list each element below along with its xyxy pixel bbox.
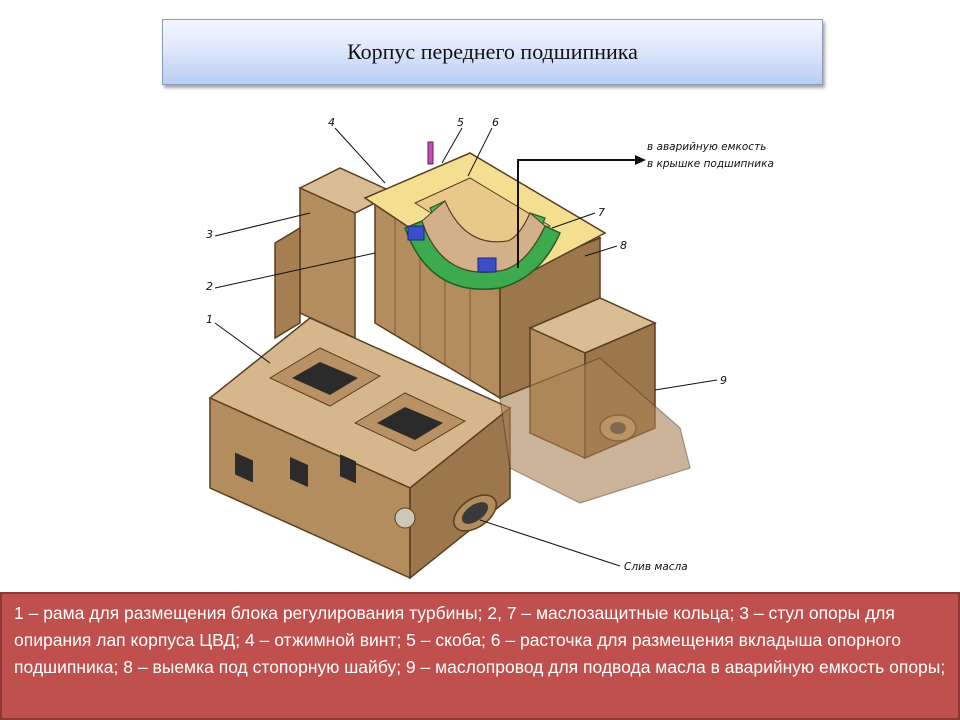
label-2: 2 bbox=[206, 280, 213, 293]
note-emergency-line1: в аварийную емкость bbox=[647, 141, 766, 153]
emergency-pipe-arrow bbox=[517, 155, 646, 268]
note-oil-drain: Слив масла bbox=[624, 561, 688, 573]
clamps bbox=[407, 141, 497, 273]
label-4: 4 bbox=[328, 116, 335, 129]
slide-title-box: Корпус переднего подшипника bbox=[162, 19, 823, 85]
leader-lines bbox=[214, 127, 718, 567]
note-emergency-line2: в крышке подшипника bbox=[647, 158, 774, 170]
bearing-housing-drawing: 4 5 6 3 2 1 7 8 9 в аварийную емкость в … bbox=[180, 108, 780, 588]
label-6: 6 bbox=[492, 116, 499, 129]
bearing-housing-svg: 4 5 6 3 2 1 7 8 9 в аварийную емкость в … bbox=[206, 116, 774, 580]
caption-text: 1 – рама для размещения блока регулирова… bbox=[14, 603, 946, 677]
label-1: 1 bbox=[206, 313, 213, 326]
label-9: 9 bbox=[720, 374, 727, 387]
base-frame bbox=[208, 317, 512, 580]
label-3: 3 bbox=[206, 228, 213, 241]
slide-title: Корпус переднего подшипника bbox=[347, 39, 638, 64]
caption-box: 1 – рама для размещения блока регулирова… bbox=[0, 592, 960, 720]
label-5: 5 bbox=[457, 116, 464, 129]
label-7: 7 bbox=[598, 206, 605, 219]
bearing-bore bbox=[404, 200, 561, 290]
label-8: 8 bbox=[620, 239, 627, 252]
oil-pipe-housing bbox=[499, 297, 691, 504]
